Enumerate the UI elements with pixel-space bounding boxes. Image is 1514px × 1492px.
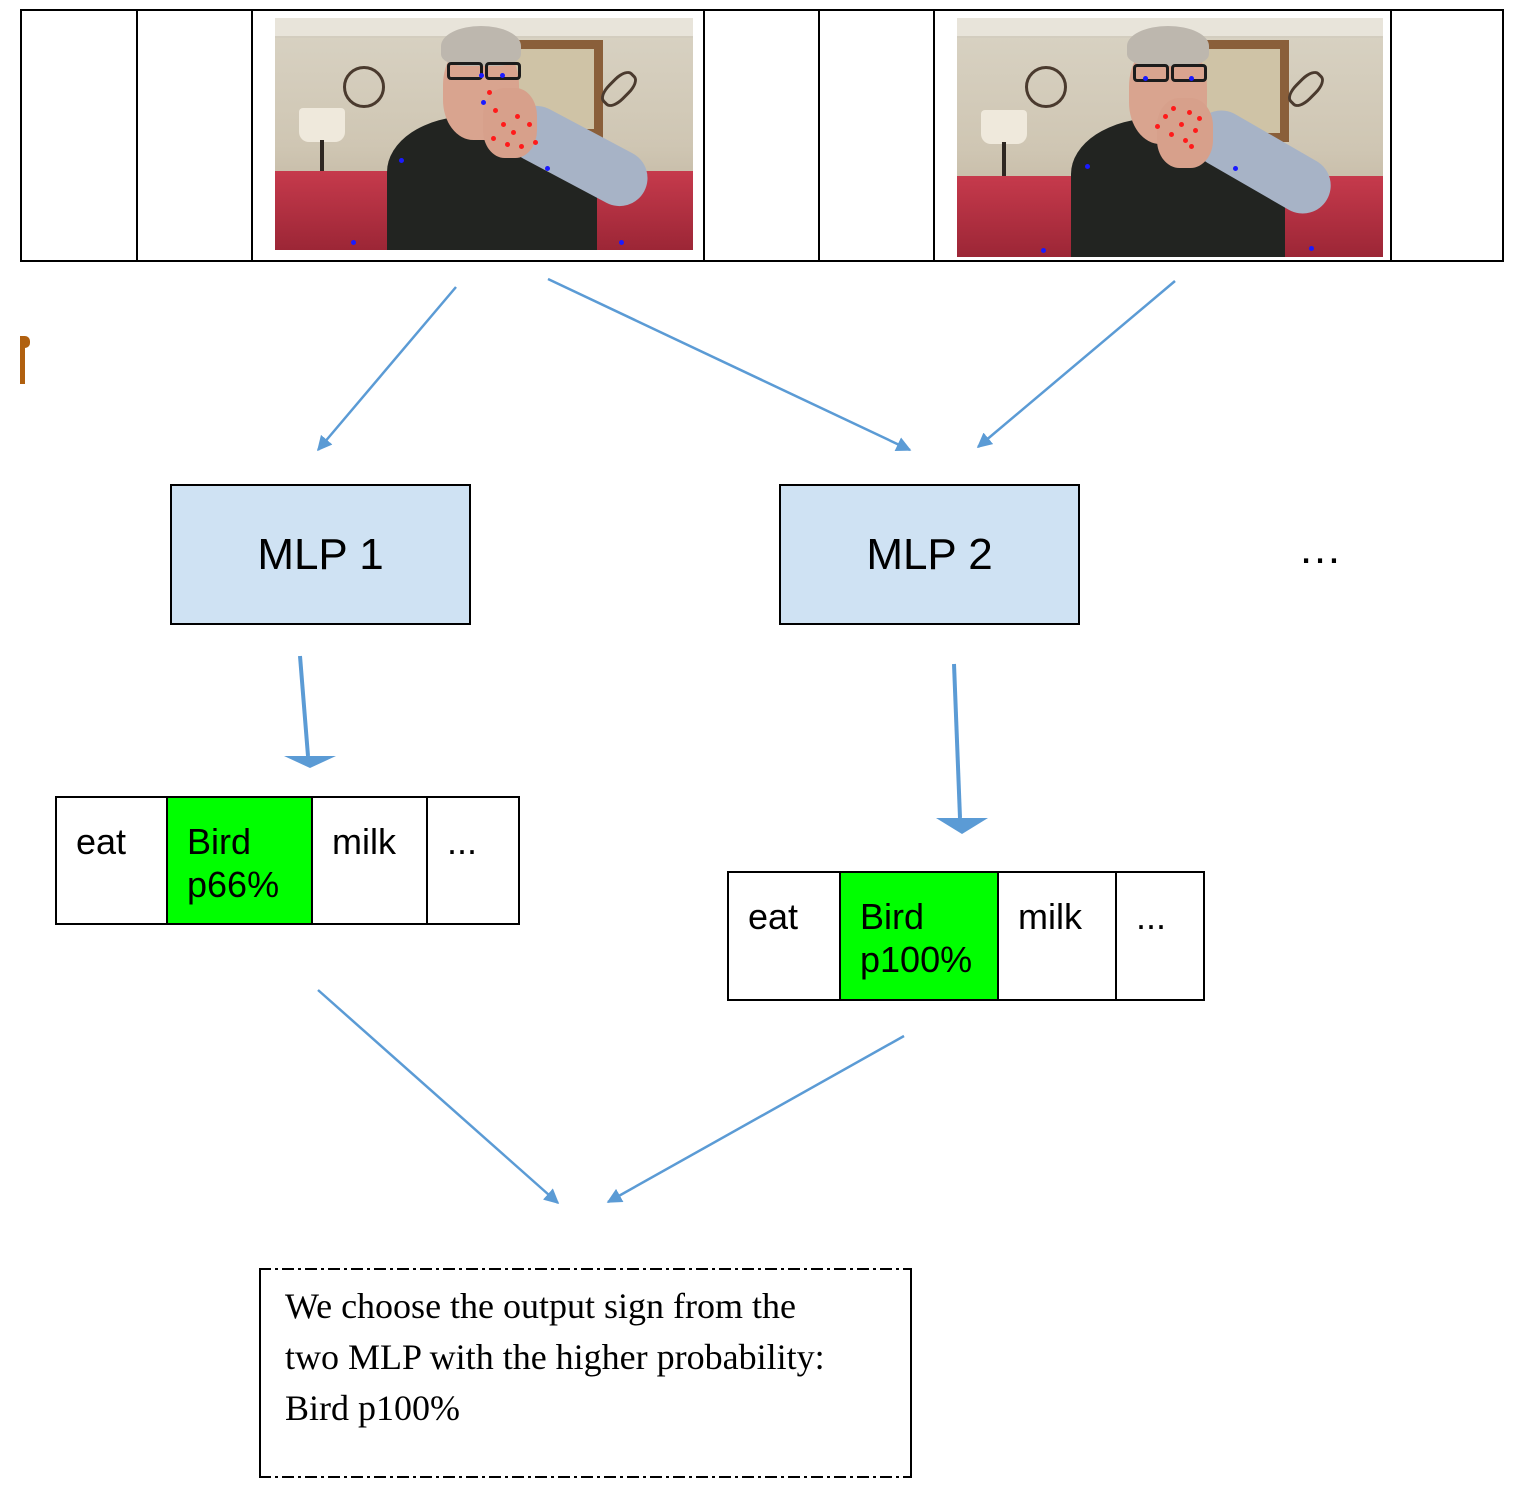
orange-marker	[20, 336, 30, 384]
mlp-2-box: MLP 2	[779, 484, 1080, 625]
output-cell: milk	[999, 873, 1117, 999]
sign-frame-image-2	[957, 18, 1383, 257]
cell-divider	[251, 11, 253, 260]
cell-divider	[933, 11, 935, 260]
output-cell: eat	[57, 798, 168, 923]
more-models-ellipsis: …	[1298, 524, 1342, 573]
arrowhead-mlp1-output1	[284, 756, 336, 768]
arrow-frame1-to-mlp1	[317, 286, 457, 452]
cell-divider	[818, 11, 820, 260]
output-cell: milk	[313, 798, 428, 923]
arrowhead-mlp2-output2	[936, 818, 988, 834]
conclusion-note: We choose the output sign from the two M…	[259, 1268, 912, 1478]
note-line: two MLP with the higher probability:	[285, 1337, 825, 1377]
arrow-output2-to-note	[606, 1034, 905, 1204]
output-cell-top: Bird p66%	[168, 798, 313, 923]
arrow-mlp2-to-output2	[952, 663, 962, 819]
output-cell: ...	[447, 821, 478, 862]
output-cell: ...	[1136, 896, 1167, 937]
note-line: Bird p100%	[285, 1388, 460, 1428]
cell-divider	[703, 11, 705, 260]
arrow-frame1-to-mlp2	[547, 277, 912, 452]
arrow-mlp1-to-output1	[298, 655, 310, 757]
cell-divider	[1390, 11, 1392, 260]
cell-divider	[136, 11, 138, 260]
arrow-output1-to-note	[317, 989, 560, 1204]
arrow-frame2-to-mlp2	[976, 280, 1176, 448]
mlp-1-box: MLP 1	[170, 484, 471, 625]
mlp-1-output-table: eat Bird p66% milk ...	[55, 796, 520, 925]
note-line: We choose the output sign from the	[285, 1286, 796, 1326]
sign-frame-image-1	[275, 18, 693, 250]
output-cell-top: Bird p100%	[841, 873, 999, 999]
mlp-2-output-table: eat Bird p100% milk ...	[727, 871, 1205, 1001]
output-cell: eat	[729, 873, 841, 999]
frame-strip	[20, 9, 1504, 262]
